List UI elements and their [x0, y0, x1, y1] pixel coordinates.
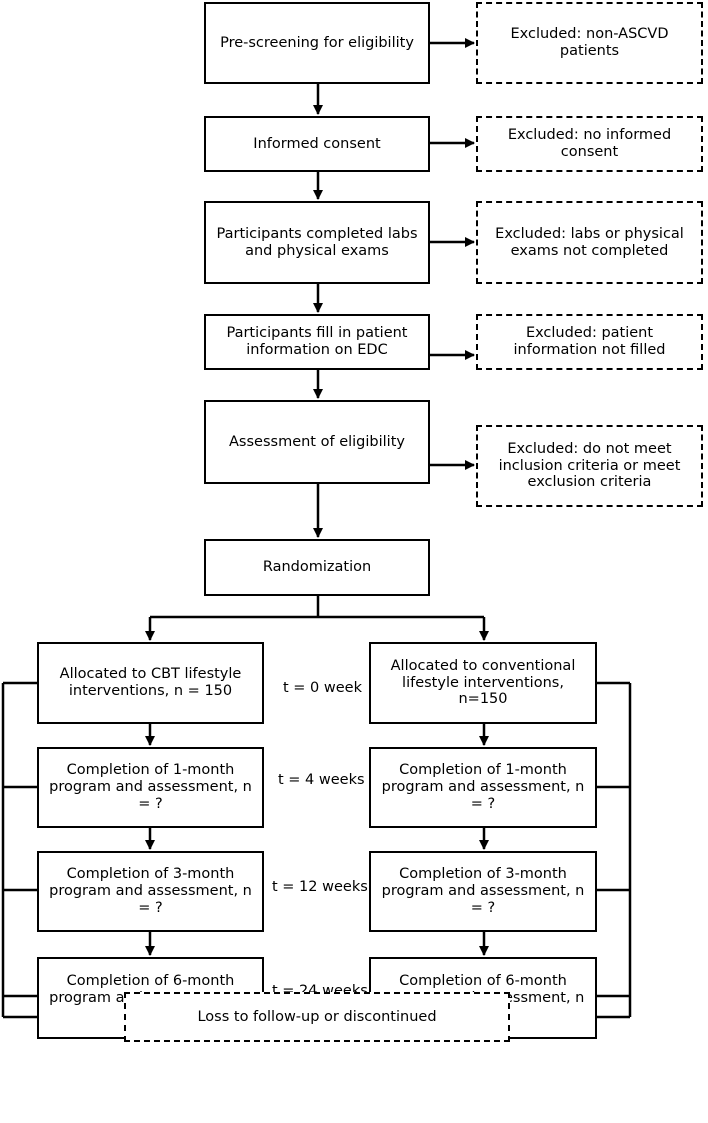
edc-box: Participants fill in patient information… — [204, 314, 430, 370]
conventional-3-month-box: Completion of 3-month program and assess… — [369, 851, 597, 932]
cbt-allocation-box: Allocated to CBT lifestyle interventions… — [37, 642, 264, 724]
labs-box: Participants completed labs and physical… — [204, 201, 430, 284]
exclusion-box-info: Excluded: patient information not filled — [476, 314, 703, 370]
conventional-allocation-box: Allocated to conventional lifestyle inte… — [369, 642, 597, 724]
conventional-1-month-box: Completion of 1-month program and assess… — [369, 747, 597, 828]
exclusion-box-criteria: Excluded: do not meet inclusion criteria… — [476, 425, 703, 507]
time-label-0-week: t = 0 week — [283, 680, 362, 696]
time-label-4-weeks: t = 4 weeks — [278, 772, 365, 788]
prescreen-box: Pre-screening for eligibility — [204, 2, 430, 84]
loss-to-follow-up-box: Loss to follow-up or discontinued — [124, 992, 510, 1042]
exclusion-box-labs: Excluded: labs or physical exams not com… — [476, 201, 703, 284]
cbt-3-month-box: Completion of 3-month program and assess… — [37, 851, 264, 932]
exclusion-box-ascvd: Excluded: non-ASCVD patients — [476, 2, 703, 84]
eligibility-box: Assessment of eligibility — [204, 400, 430, 484]
exclusion-box-consent: Excluded: no informed consent — [476, 116, 703, 172]
consent-box: Informed consent — [204, 116, 430, 172]
randomization-box: Randomization — [204, 539, 430, 596]
cbt-1-month-box: Completion of 1-month program and assess… — [37, 747, 264, 828]
time-label-12-weeks: t = 12 weeks — [272, 879, 368, 895]
